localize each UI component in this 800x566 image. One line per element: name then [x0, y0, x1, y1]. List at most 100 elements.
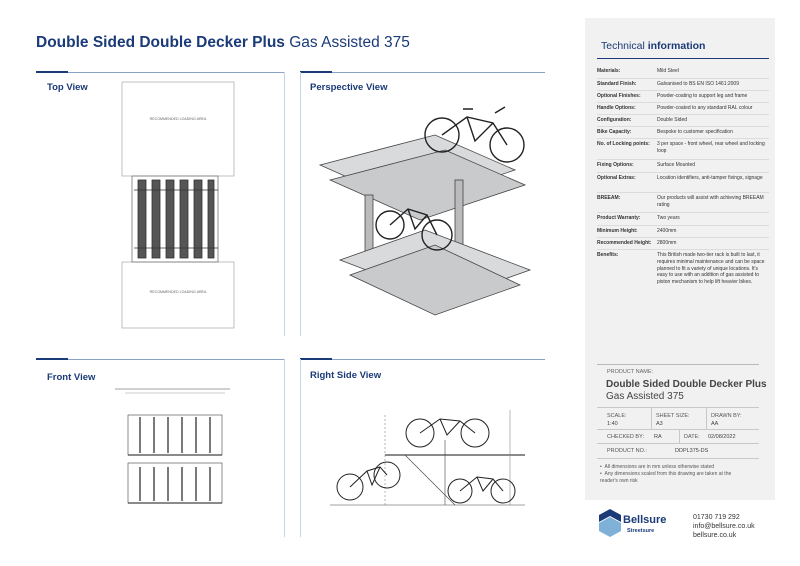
front-view-divider	[284, 359, 285, 537]
spec-value: Powder-coating to support leg and frame	[657, 93, 748, 99]
spec-separator	[597, 225, 769, 226]
page-title: Double Sided Double Decker Plus Gas Assi…	[36, 34, 410, 52]
spec-value: 2400mm	[657, 228, 677, 234]
drawn-by-label: DRAWN BY:	[711, 413, 742, 419]
top-view-title: Top View	[47, 82, 88, 93]
spec-value: Double Sided	[657, 117, 688, 123]
spec-key: Recommended Height:	[597, 240, 652, 246]
right-side-drawing	[330, 410, 525, 506]
spec-separator	[597, 237, 769, 238]
spec-separator	[597, 138, 769, 139]
spec-key: Bike Capacity:	[597, 129, 632, 135]
spec-row: Fixing Options:Surface Mounted	[597, 162, 769, 169]
spec-separator	[597, 172, 769, 173]
right-view-divider	[300, 359, 301, 537]
right-view-accent	[300, 358, 332, 360]
spec-row: Handle Options: Powder-coated to any stan…	[597, 105, 769, 112]
spec-separator	[597, 102, 769, 103]
spec-key: Optional Extras:	[597, 175, 636, 181]
technical-rule	[597, 58, 769, 59]
top-view-accent	[36, 71, 68, 73]
title-block-vrule-1	[651, 407, 652, 429]
spec-key: Benefits:	[597, 252, 619, 258]
spec-value: 3 per space - front wheel, rear wheel an…	[657, 141, 765, 154]
date-label: DATE:	[684, 434, 700, 440]
spec-row: Benefits: This British made two-tier rack…	[597, 252, 769, 286]
title-block-vrule-3	[679, 429, 680, 443]
spec-value: This British made two-tier rack is built…	[657, 252, 765, 285]
spec-value: Two years	[657, 215, 680, 221]
product-no-value: DDPL375-DS	[675, 448, 709, 454]
top-view-divider	[284, 72, 285, 336]
title-block-rule-2	[597, 429, 759, 430]
spec-row: Configuration: Double Sided	[597, 117, 769, 124]
front-view-accent	[36, 358, 68, 360]
scale-value: 1:40	[607, 421, 618, 427]
spec-key: Product Warranty:	[597, 215, 641, 221]
scale-label: SCALE:	[607, 413, 627, 419]
product-name-line-2: Gas Assisted 375	[606, 391, 684, 402]
contact-web[interactable]: bellsure.co.uk	[693, 532, 737, 540]
perspective-drawing	[318, 106, 532, 316]
spec-value: Bespoke to customer specification	[657, 129, 733, 135]
top-upper-zone-label: RECOMMENDED LOADING AREA	[149, 117, 207, 121]
title-block	[597, 364, 759, 477]
bellsure-logo-icon	[599, 509, 621, 537]
product-no-label: PRODUCT NO.:	[607, 448, 647, 454]
right-view-title: Right Side View	[310, 370, 382, 381]
spec-key: Handle Options:	[597, 105, 636, 111]
contact-phone: 01730 719 292	[693, 514, 740, 521]
sheet-size-value: A3	[656, 421, 663, 427]
spec-value: Powder-coated to any standard RAL colour	[657, 105, 753, 111]
spec-key: No. of Locking points:	[597, 141, 650, 147]
perspective-divider	[300, 72, 301, 336]
spec-separator	[597, 212, 769, 213]
front-view-drawing	[115, 388, 230, 504]
spec-key: Standard Finish:	[597, 81, 637, 87]
right-view-rule	[300, 359, 545, 360]
spec-row: Standard Finish: Galvanised to BS EN ISO …	[597, 81, 769, 88]
spec-separator	[597, 159, 769, 160]
title-block-rule-1	[597, 407, 759, 408]
spec-row: Materials: Mild Steel	[597, 68, 769, 75]
contact-email[interactable]: info@bellsure.co.uk	[693, 523, 755, 531]
spec-key: Fixing Options:	[597, 162, 634, 168]
info-column	[585, 18, 775, 500]
checked-by-label: CHECKED BY:	[607, 434, 644, 440]
perspective-title: Perspective View	[310, 82, 388, 93]
title-block-rule-4	[597, 458, 759, 459]
spec-row: Bike Capacity: Bespoke to customer specif…	[597, 129, 769, 136]
title-bold: Double Sided Double Decker Plus	[36, 34, 285, 51]
spec-key: Minimum Height:	[597, 228, 638, 234]
sheet-size-label: SHEET SIZE:	[656, 413, 690, 419]
technical-title-light: Technical	[601, 40, 648, 52]
spec-value: Location identifiers, anti-tamper fixing…	[657, 175, 763, 181]
checked-by-value: RA	[654, 434, 662, 440]
top-lower-zone-label: RECOMMENDED LOADING AREA	[149, 290, 207, 294]
title-light: Gas Assisted 375	[289, 34, 410, 51]
spec-row: Product Warranty: Two years	[597, 215, 769, 222]
spec-row: No. of Locking points: 3 per space - fron…	[597, 141, 769, 155]
spec-separator	[597, 126, 769, 127]
perspective-rule	[300, 72, 545, 73]
spec-separator	[597, 249, 769, 250]
spec-row: Optional Finishes: Powder-coating to supp…	[597, 93, 769, 100]
spec-key: Optional Finishes:	[597, 93, 641, 99]
spec-value: 2800mm	[657, 240, 677, 246]
product-name-line-1: Double Sided Double Decker Plus	[606, 379, 767, 390]
spec-key: BREEAM:	[597, 195, 621, 201]
spec-value: Mild Steel	[657, 68, 679, 74]
title-block-vrule-2	[706, 407, 707, 429]
spec-key: Configuration:	[597, 117, 632, 123]
front-view-title: Front View	[47, 372, 96, 383]
spec-separator	[597, 78, 769, 79]
spec-key: Materials:	[597, 68, 621, 74]
note-1: • All dimensions are in mm unless otherw…	[600, 464, 715, 470]
brand-sub: Streetsure	[627, 528, 655, 534]
spec-value: Galvanised to BS EN ISO 1461:2009	[657, 81, 739, 87]
spec-row: Optional Extras: Location identifiers, an…	[597, 175, 769, 182]
spec-value: Our products will assist with achieving …	[657, 195, 764, 208]
spec-separator	[597, 192, 769, 193]
technical-info-title: Technical information	[601, 40, 705, 52]
drawn-by-value: AA	[711, 421, 719, 427]
